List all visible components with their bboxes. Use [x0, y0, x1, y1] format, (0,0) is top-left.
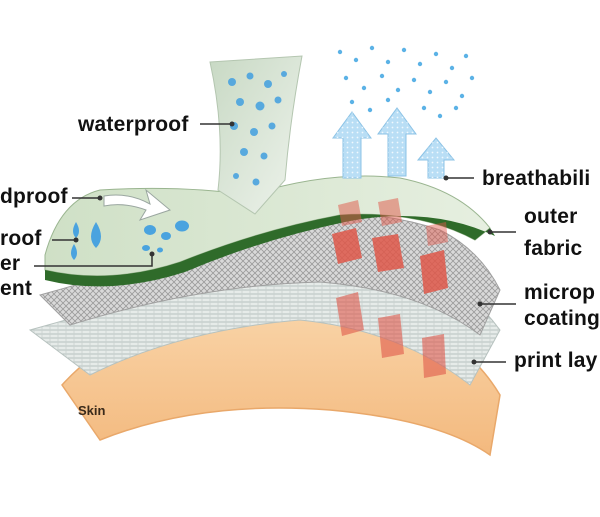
wind-icon: [103, 188, 172, 221]
label-print-layer: print lay: [514, 349, 598, 372]
label-skin: Skin: [78, 403, 106, 418]
label-proof: roof: [0, 227, 42, 250]
outer-fabric-edge: [45, 214, 495, 287]
label-outer-fabric-line2: fabric: [524, 237, 583, 260]
vapor-dots: [337, 45, 475, 119]
label-water-repellent-line2: ent: [0, 277, 33, 300]
water-drop-icon: [228, 71, 287, 186]
label-breathability: breathabili: [482, 167, 591, 190]
label-water-repellent-line1: er: [0, 252, 21, 275]
label-windproof: dproof: [0, 185, 68, 208]
heat-patch-icon: [332, 198, 448, 378]
leader-lines: [34, 123, 516, 363]
label-waterproof: waterproof: [78, 113, 189, 136]
label-micro-coating-line1: microp: [524, 281, 596, 304]
label-outer-fabric-line1: outer: [524, 205, 578, 228]
water-drop-icon: [71, 220, 189, 260]
label-micro-coating-line2: coating: [524, 307, 600, 330]
